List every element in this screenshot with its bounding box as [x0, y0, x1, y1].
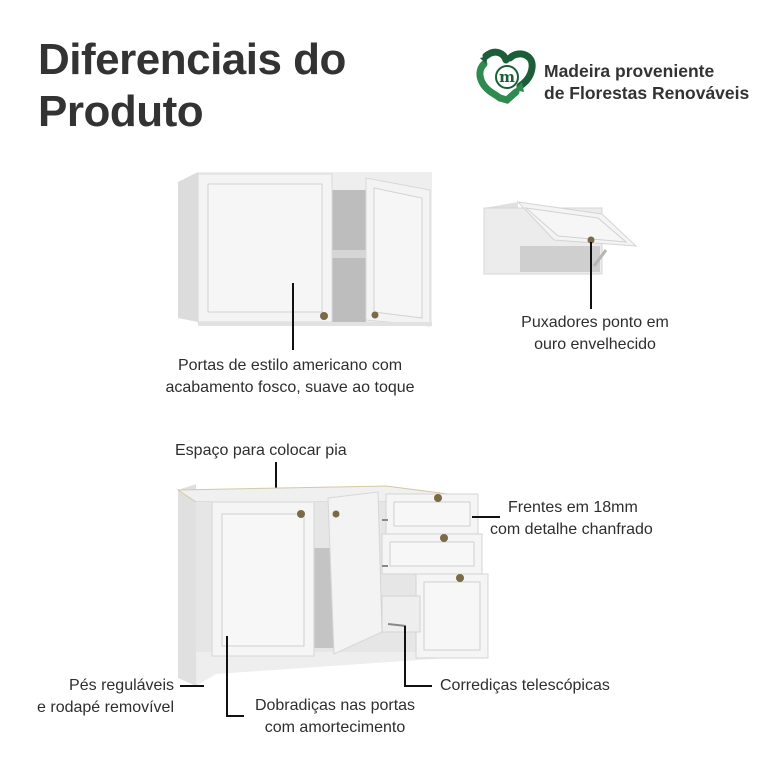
wall-cabinet-image [178, 172, 432, 327]
badge-text: Madeira proveniente de Florestas Renováv… [544, 60, 749, 104]
callout-feet: Pés reguláveis e rodapé removível [37, 677, 174, 716]
callout-line-feet [180, 685, 204, 687]
callout-line-slides-v [404, 626, 406, 687]
badge-line-2: de Florestas Renováveis [544, 83, 750, 103]
sink-base-cabinet-image [176, 484, 489, 686]
callout-line-handles [590, 242, 592, 309]
page-title: Diferenciais do Produto [38, 34, 346, 138]
callout-line-doors [292, 283, 294, 350]
callout-line-sink [275, 462, 277, 496]
callout-line-fronts [472, 516, 500, 518]
callout-handles: Puxadores ponto em ouro envelhecido [521, 314, 669, 353]
callout-fronts: Frentes em 18mm com detalhe chanfrado [490, 499, 653, 538]
svg-text:m: m [499, 68, 515, 86]
callout-line-hinges-v [226, 636, 228, 717]
flip-up-cabinet-image [483, 201, 638, 275]
callout-sink-space: Espaço para colocar pia [175, 442, 347, 459]
callout-line-slides-h [404, 685, 432, 687]
badge-line-1: Madeira proveniente [544, 61, 715, 81]
callout-doors: Portas de estilo americano com acabament… [165, 357, 415, 396]
title-line-1: Diferenciais do [38, 35, 346, 84]
callout-slides: Corrediças telescópicas [440, 677, 610, 694]
title-line-2: Produto [38, 87, 204, 136]
recycle-heart-m-icon: m [476, 48, 536, 104]
callout-line-hinges-h [226, 715, 244, 717]
callout-hinges: Dobradiças nas portas com amortecimento [254, 697, 416, 736]
